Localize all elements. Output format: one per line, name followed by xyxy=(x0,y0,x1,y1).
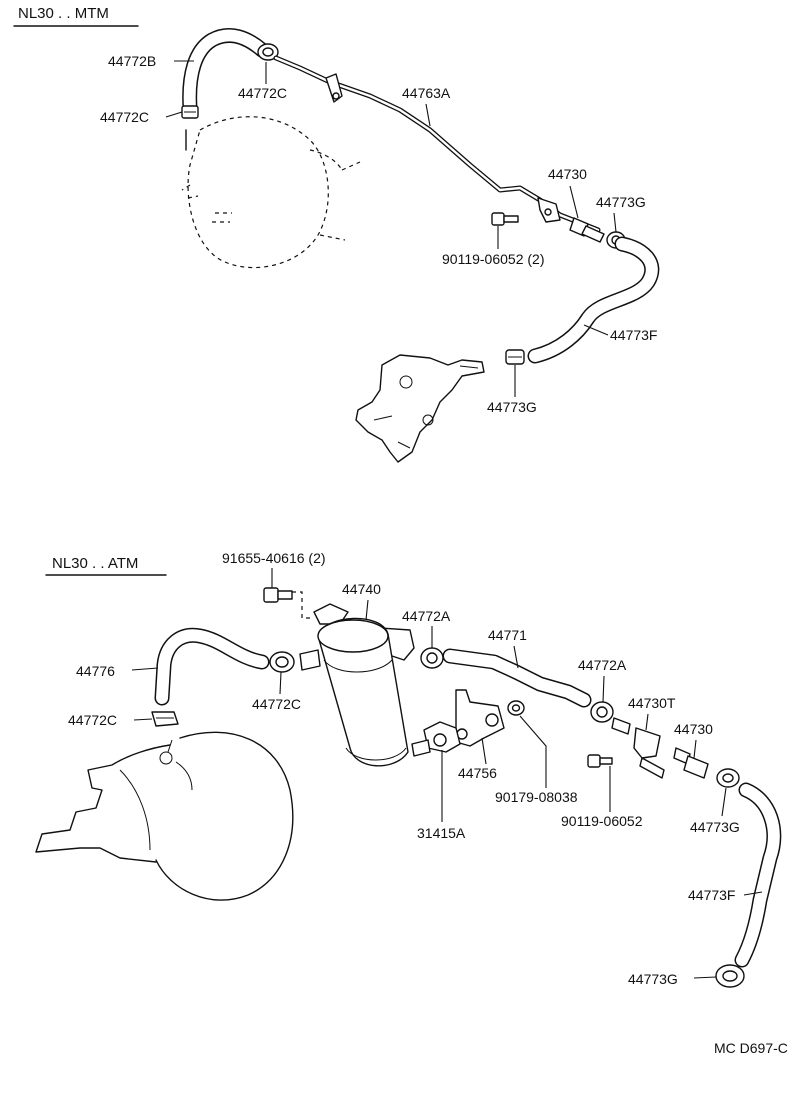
label-44773g-atm-lower: 44773G xyxy=(628,971,717,987)
svg-text:44772A: 44772A xyxy=(578,657,627,673)
svg-text:NL30 . . ATM: NL30 . . ATM xyxy=(52,555,138,572)
vacuum-tank-44740 xyxy=(299,603,415,767)
clamp-44773g-lower xyxy=(505,349,525,365)
svg-text:90179-08038: 90179-08038 xyxy=(495,789,578,805)
bolt-90119-06052-atm xyxy=(587,754,613,768)
bolt-90119-06052-mtm xyxy=(491,212,519,226)
svg-text:91655-40616 (2): 91655-40616 (2) xyxy=(222,550,326,566)
label-44773f-atm: 44773F xyxy=(688,887,763,903)
clamp-44772a-atm-upper xyxy=(420,647,444,669)
label-44773g-mtm-upper: 44773G xyxy=(596,194,646,233)
svg-text:44773F: 44773F xyxy=(688,887,735,903)
brake-booster-atm xyxy=(35,731,294,901)
clamp-44772c-atm-lower xyxy=(151,711,179,727)
vacuum-pipe-44763a xyxy=(273,55,601,233)
clamp-44773g-atm-upper xyxy=(716,768,740,788)
label-44773f-mtm: 44773F xyxy=(583,324,657,343)
label-44772c-atm-left: 44772C xyxy=(68,712,153,728)
label-44772b-mtm: 44772B xyxy=(108,53,194,69)
clamp-44772c-lower xyxy=(181,105,199,119)
label-44730t: 44730T xyxy=(628,695,676,731)
clamp-44772c-upper xyxy=(257,43,279,61)
svg-text:44772C: 44772C xyxy=(252,696,301,712)
label-44773g-mtm-lower: 44773G xyxy=(487,365,537,415)
valve-44730t xyxy=(611,717,665,779)
svg-text:44772A: 44772A xyxy=(402,608,451,624)
label-44763a-mtm: 44763A xyxy=(402,85,451,127)
label-44730-atm: 44730 xyxy=(674,721,713,759)
mtm-section-title: NL30 . . MTM xyxy=(13,5,139,27)
svg-text:44763A: 44763A xyxy=(402,85,451,101)
pipe-bracket-mtm xyxy=(537,197,561,223)
label-44772c-atm-right: 44772C xyxy=(252,671,301,712)
brake-booster-mtm xyxy=(181,116,361,269)
svg-text:44730T: 44730T xyxy=(628,695,676,711)
svg-text:44756: 44756 xyxy=(458,765,497,781)
label-44771: 44771 xyxy=(488,627,527,669)
svg-text:44772C: 44772C xyxy=(68,712,117,728)
check-valve-44730-mtm xyxy=(569,217,605,243)
hose-44776 xyxy=(154,627,270,706)
vsv-31415a xyxy=(411,721,461,757)
label-31415a: 31415A xyxy=(417,750,466,841)
clamp-44772a-atm-lower xyxy=(590,701,614,723)
svg-text:90119-06052: 90119-06052 xyxy=(561,813,643,829)
hose-44773f-atm xyxy=(734,782,782,968)
bracket-44756 xyxy=(455,689,505,747)
svg-text:44730: 44730 xyxy=(548,166,587,182)
svg-text:44773G: 44773G xyxy=(690,819,740,835)
diagram-code: MC D697-C xyxy=(714,1040,788,1056)
svg-text:44772C: 44772C xyxy=(238,85,287,101)
atm-section-title: NL30 . . ATM xyxy=(45,555,167,576)
nut-90179-08038 xyxy=(507,700,525,716)
clamp-44773g-atm-lower xyxy=(715,964,745,988)
label-44730-mtm: 44730 xyxy=(548,166,587,219)
label-91655-40616: 91655-40616 (2) xyxy=(222,550,326,588)
svg-text:44730: 44730 xyxy=(674,721,713,737)
svg-text:44740: 44740 xyxy=(342,581,381,597)
label-44773g-atm-upper: 44773G xyxy=(690,787,740,835)
label-44772c-mtm-upper: 44772C xyxy=(238,62,287,101)
svg-text:44772C: 44772C xyxy=(100,109,149,125)
svg-text:90119-06052 (2): 90119-06052 (2) xyxy=(442,251,544,267)
label-44740: 44740 xyxy=(342,581,381,621)
label-44776: 44776 xyxy=(76,663,159,679)
clamp-44772c-atm-upper xyxy=(269,651,295,673)
svg-text:44776: 44776 xyxy=(76,663,115,679)
hose-44773f-mtm xyxy=(527,236,660,364)
svg-text:44772B: 44772B xyxy=(108,53,156,69)
label-90119-06052-mtm: 90119-06052 (2) xyxy=(442,226,544,267)
bolt-91655-40616 xyxy=(263,587,312,619)
label-44772a-atm-upper: 44772A xyxy=(402,608,451,648)
label-90179-08038: 90179-08038 xyxy=(495,715,578,805)
svg-text:44773G: 44773G xyxy=(596,194,646,210)
svg-text:44773G: 44773G xyxy=(487,399,537,415)
svg-text:44773G: 44773G xyxy=(628,971,678,987)
svg-text:31415A: 31415A xyxy=(417,825,466,841)
svg-text:44773F: 44773F xyxy=(610,327,657,343)
label-44772c-mtm-lower: 44772C xyxy=(100,109,183,125)
hose-44772b xyxy=(182,28,270,116)
label-44772a-atm-lower: 44772A xyxy=(578,657,627,703)
hose-44771 xyxy=(442,648,592,708)
svg-text:44771: 44771 xyxy=(488,627,527,643)
label-44756: 44756 xyxy=(458,737,497,781)
check-valve-44730-atm xyxy=(673,747,709,779)
label-90119-06052-atm: 90119-06052 xyxy=(561,766,643,829)
svg-text:NL30 . . MTM: NL30 . . MTM xyxy=(18,5,109,22)
intake-component-mtm xyxy=(355,354,485,463)
